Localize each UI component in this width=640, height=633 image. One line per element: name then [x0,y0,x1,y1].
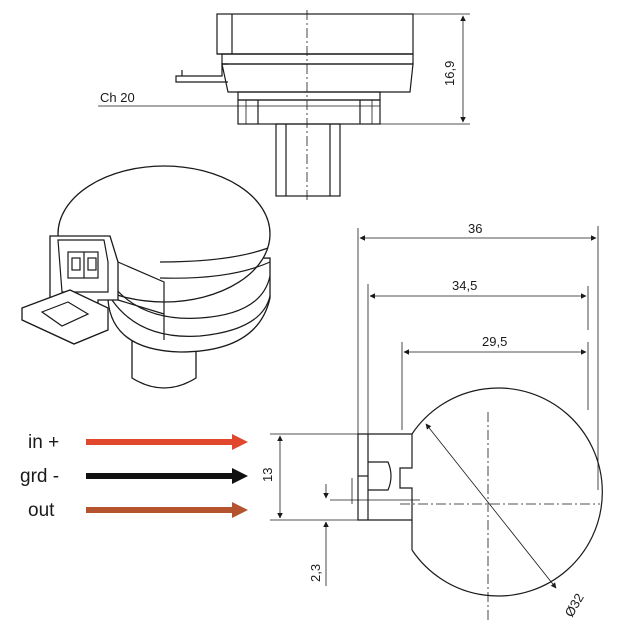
width-label-36: 36 [468,221,482,236]
chamfer-label: Ch 20 [100,90,135,105]
side-view [98,10,470,200]
wire-label-in: in + [28,432,60,453]
wire-arrows [86,434,248,518]
width-label-34-5: 34,5 [452,278,477,293]
front-view [270,226,603,620]
wire-arrowhead-grd [232,468,248,484]
diameter-label-32: Ø32 [562,591,587,620]
wire-arrowhead-out [232,502,248,518]
width-label-29-5: 29,5 [482,334,507,349]
height-label-16-9: 16,9 [442,61,457,86]
offset-label-2-3: 2,3 [308,564,323,582]
wire-arrowhead-in [232,434,248,450]
wire-label-grd: grd - [20,466,60,487]
wire-label-out: out [28,500,55,521]
height-label-13: 13 [260,468,275,482]
perspective-view [21,165,271,389]
